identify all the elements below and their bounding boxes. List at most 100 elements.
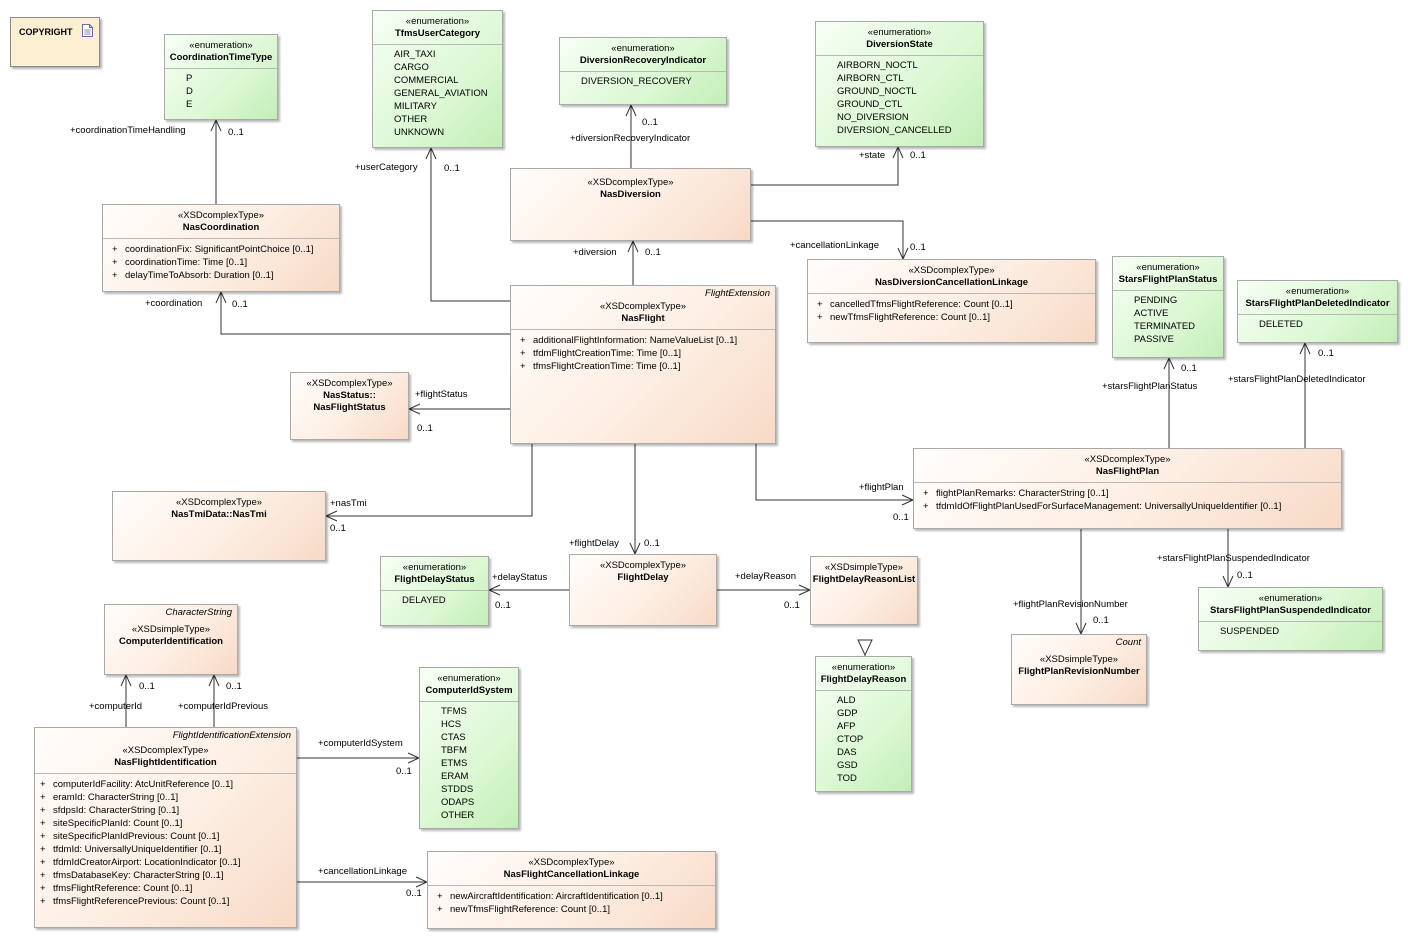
class-name: DiversionRecoveryIndicator <box>579 55 707 66</box>
class-flight-delay-reason[interactable]: «enumeration»FlightDelayReason ALD GDP A… <box>815 656 912 792</box>
enum-literal: GDP <box>837 708 858 719</box>
class-computer-id-system[interactable]: «enumeration»ComputerIdSystem TFMS HCS C… <box>419 667 519 829</box>
attribute-row: +sfdpsId: CharacterString [0..1] <box>40 805 180 816</box>
enum-literal: AIRBORN_NOCTL <box>837 60 918 71</box>
attribute-row: +tfmsFlightReferencePrevious: Count [0..… <box>40 896 230 907</box>
enum-literal: CARGO <box>394 62 429 73</box>
attribute-row: +tfdmIdCreatorAirport: LocationIndicator… <box>40 857 241 868</box>
stereotype: «XSDcomplexType» <box>587 177 674 188</box>
stereotype: «XSDcomplexType» <box>177 210 265 221</box>
enum-literal: ACTIVE <box>1134 308 1169 319</box>
class-flight-delay-reason-list[interactable]: «XSDsimpleType»FlightDelayReasonList <box>810 556 918 625</box>
role-label: +diversion <box>573 247 617 258</box>
class-flight-plan-revision-number[interactable]: Count «XSDsimpleType»FlightPlanRevisionN… <box>1011 634 1147 705</box>
class-diversion-recovery-indicator[interactable]: «enumeration»DiversionRecoveryIndicator … <box>559 37 727 105</box>
enum-literal: OTHER <box>441 810 475 821</box>
enum-literal: HCS <box>441 719 462 730</box>
multiplicity-label: 0..1 <box>139 681 155 692</box>
class-nas-flight-identification[interactable]: FlightIdentificationExtension «XSDcomple… <box>34 727 297 928</box>
role-label: +state <box>859 150 886 161</box>
class-name: NasDiversion <box>600 189 661 200</box>
role-label: +starsFlightPlanDeletedIndicator <box>1228 374 1366 385</box>
class-computer-identification[interactable]: CharacterString «XSDsimpleType»ComputerI… <box>104 604 238 675</box>
stereotype: «XSDcomplexType» <box>908 265 995 276</box>
class-nas-tmi[interactable]: «XSDcomplexType»NasTmiData::NasTmi <box>112 491 326 561</box>
class-name: NasFlightIdentification <box>114 757 217 768</box>
stereotype: «enumeration» <box>1285 286 1350 297</box>
multiplicity-label: 0..1 <box>228 127 244 138</box>
class-stars-flight-plan-status[interactable]: «enumeration»StarsFlightPlanStatus PENDI… <box>1112 256 1224 358</box>
enum-literal: DELETED <box>1259 319 1303 330</box>
class-name: FlightPlanRevisionNumber <box>1018 666 1140 677</box>
class-nas-flight[interactable]: FlightExtension «XSDcomplexType»NasFligh… <box>510 285 776 444</box>
class-nas-coordination[interactable]: «XSDcomplexType»NasCoordination +coordin… <box>102 204 340 292</box>
stereotype: «enumeration» <box>1258 593 1323 604</box>
stereotype: «XSDcomplexType» <box>175 497 263 508</box>
attribute-row: +siteSpecificPlanIdPrevious: Count [0..1… <box>40 831 220 842</box>
multiplicity-label: 0..1 <box>417 423 433 434</box>
class-nas-flight-cancellation-linkage[interactable]: «XSDcomplexType»NasFlightCancellationLin… <box>427 851 716 929</box>
class-flight-delay[interactable]: «XSDcomplexType»FlightDelay <box>569 554 717 626</box>
role-label: +starsFlightPlanSuspendedIndicator <box>1157 553 1310 564</box>
multiplicity-label: 0..1 <box>444 163 460 174</box>
multiplicity-label: 0..1 <box>784 600 800 611</box>
role-label: +cancellationLinkage <box>790 240 879 251</box>
multiplicity-label: 0..1 <box>644 538 660 549</box>
copyright-label: COPYRIGHT <box>19 27 73 37</box>
class-coordination-time-type[interactable]: «enumeration»CoordinationTimeType P D E <box>164 34 278 120</box>
attribute-row: +tfdmFlightCreationTime: Time [0..1] <box>520 348 682 359</box>
role-label: +computerIdPrevious <box>178 701 269 712</box>
class-name: NasFlight <box>621 313 665 324</box>
class-name: NasTmiData::NasTmi <box>171 509 267 520</box>
enum-literal: E <box>186 99 193 110</box>
class-name: ComputerIdentification <box>119 636 223 647</box>
enum-literal: GSD <box>837 760 858 771</box>
multiplicity-label: 0..1 <box>495 600 511 611</box>
class-nas-diversion[interactable]: «XSDcomplexType»NasDiversion <box>510 168 751 241</box>
enum-literal: AIRBORN_CTL <box>837 73 904 84</box>
role-label: +starsFlightPlanStatus <box>1102 381 1198 392</box>
class-name: CoordinationTimeType <box>169 52 273 63</box>
copyright-note[interactable]: COPYRIGHT <box>10 17 100 67</box>
enum-literal: ETMS <box>441 758 468 769</box>
class-name: FlightDelayStatus <box>394 574 475 585</box>
class-tfms-user-category[interactable]: «enumeration»TfmsUserCategory AIR_TAXI C… <box>372 10 503 148</box>
class-name: StarsFlightPlanDeletedIndicator <box>1245 298 1390 309</box>
attribute-row: +tfmsDatabaseKey: CharacterString [0..1] <box>40 870 224 881</box>
stereotype: «XSDsimpleType» <box>131 624 211 635</box>
class-diversion-state[interactable]: «enumeration»DiversionState AIRBORN_NOCT… <box>815 21 984 147</box>
class-nas-diversion-cancellation-linkage[interactable]: «XSDcomplexType»NasDiversionCancellation… <box>807 259 1096 343</box>
role-label: +flightDelay <box>569 538 619 549</box>
class-nas-flight-plan[interactable]: «XSDcomplexType»NasFlightPlan +flightPla… <box>913 448 1342 529</box>
multiplicity-label: 0..1 <box>645 247 661 258</box>
class-flight-delay-status[interactable]: «enumeration»FlightDelayStatus DELAYED <box>380 556 489 626</box>
multiplicity-label: 0..1 <box>910 242 926 253</box>
class-name: FlightDelayReason <box>820 674 907 685</box>
class-stars-flight-plan-suspended-indicator[interactable]: «enumeration»StarsFlightPlanSuspendedInd… <box>1198 587 1383 651</box>
multiplicity-label: 0..1 <box>642 117 658 128</box>
enum-literal: NO_DIVERSION <box>837 112 909 123</box>
enum-literal: DELAYED <box>402 595 446 606</box>
parent-class: FlightExtension <box>705 288 770 299</box>
class-nas-flight-status[interactable]: «XSDcomplexType»NasStatus::NasFlightStat… <box>290 372 409 440</box>
enum-literal: MILITARY <box>394 101 437 112</box>
stereotype: «XSDcomplexType» <box>599 560 687 571</box>
attribute-row: +coordinationTime: Time [0..1] <box>112 257 248 268</box>
class-stars-flight-plan-deleted-indicator[interactable]: «enumeration»StarsFlightPlanDeletedIndic… <box>1237 280 1398 343</box>
enum-literal: PENDING <box>1134 295 1178 306</box>
attribute-row: +coordinationFix: SignificantPointChoice… <box>112 244 314 255</box>
attribute-row: +newAircraftIdentification: AircraftIden… <box>437 891 663 902</box>
note-icon <box>82 24 93 37</box>
enum-literal: P <box>186 73 193 84</box>
enum-literal: STDDS <box>441 784 474 795</box>
role-label: +computerIdSystem <box>318 738 403 749</box>
multiplicity-label: 0..1 <box>1318 348 1334 359</box>
role-label: +delayReason <box>735 571 797 582</box>
stereotype: «XSDcomplexType» <box>122 745 209 756</box>
multiplicity-label: 0..1 <box>396 766 412 777</box>
enum-literal: ERAM <box>441 771 469 782</box>
enum-literal: AFP <box>837 721 856 732</box>
stereotype: «XSDcomplexType» <box>306 378 393 389</box>
class-name-line2: NasFlightStatus <box>313 402 386 413</box>
